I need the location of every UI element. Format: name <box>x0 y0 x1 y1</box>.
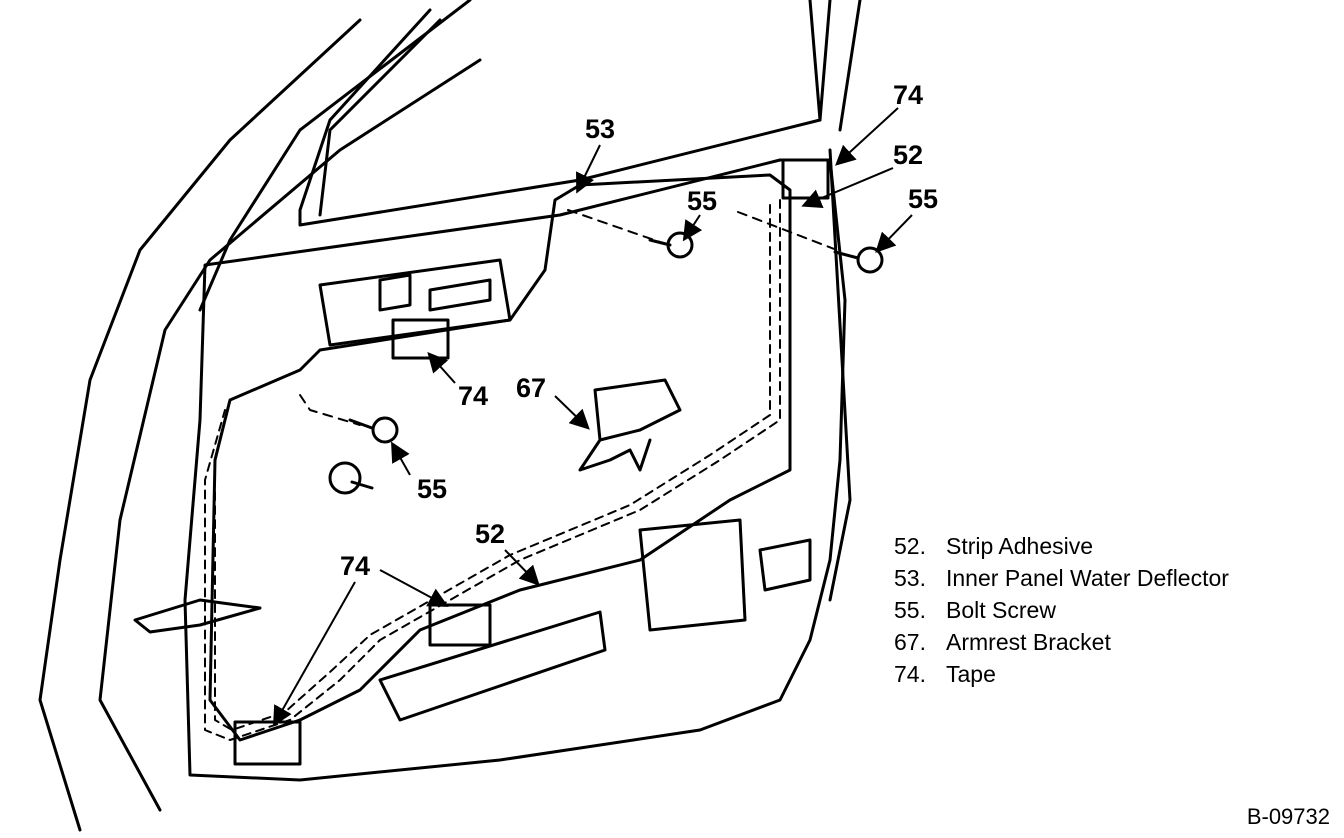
leader-74-lower-center <box>379 569 449 607</box>
lower-door-pocket <box>378 518 747 722</box>
parts-legend: 52. Strip Adhesive 53. Inner Panel Water… <box>894 530 1229 690</box>
callout-55-right: 55 <box>908 184 938 214</box>
legend-item: 55. Bolt Screw <box>894 594 1229 626</box>
armrest-bracket <box>578 378 682 472</box>
legend-number: 53. <box>894 565 926 591</box>
regulator-block <box>318 258 512 347</box>
leader-67 <box>554 395 590 430</box>
strip-adhesive-bead <box>204 199 781 741</box>
legend-label: Bolt Screw <box>946 597 1056 623</box>
mount-line-left <box>299 394 361 426</box>
legend-item: 67. Armrest Bracket <box>894 626 1229 658</box>
legend-number: 55. <box>894 597 926 623</box>
legend-number: 74. <box>894 661 926 687</box>
sill-flange <box>133 598 262 634</box>
leader-53 <box>576 144 601 194</box>
leader-52-upper <box>801 167 894 209</box>
window-frame-right <box>818 0 862 602</box>
door-frame-line <box>98 58 482 812</box>
leader-52-lower <box>504 549 540 586</box>
callout-55-left: 55 <box>417 474 447 504</box>
leader-55-left <box>391 441 411 476</box>
mount-line-right <box>737 211 843 253</box>
callout-74-center: 74 <box>458 381 488 411</box>
callout-52-lower: 52 <box>475 519 505 549</box>
tape-lower-center <box>428 603 492 647</box>
callout-52-upper: 52 <box>893 140 923 170</box>
legend-item: 74. Tape <box>894 658 1229 690</box>
legend-label: Tape <box>946 661 996 687</box>
legend-item: 52. Strip Adhesive <box>894 530 1229 562</box>
callout-53: 53 <box>585 114 615 144</box>
door-outer-frame <box>38 0 472 832</box>
callout-74-upper-right: 74 <box>893 80 923 110</box>
window-frame <box>298 0 822 227</box>
leader-55-upper <box>682 214 703 242</box>
bolt-screw-right <box>833 246 884 274</box>
figure-id: B-09732 <box>1246 804 1330 829</box>
plug-fastener <box>328 461 374 495</box>
legend-label: Armrest Bracket <box>946 629 1111 655</box>
leader-74-upper-right <box>835 107 899 166</box>
legend-label: Inner Panel Water Deflector <box>946 565 1229 591</box>
leader-55-right <box>875 214 913 253</box>
legend-number: 67. <box>894 629 926 655</box>
water-deflector-sheet <box>208 173 792 742</box>
leader-74-lower-left <box>273 581 356 727</box>
mount-line-upper <box>567 209 661 243</box>
callout-74-lower: 74 <box>340 551 370 581</box>
legend-label: Strip Adhesive <box>946 533 1094 559</box>
callout-67: 67 <box>516 373 546 403</box>
tape-lower-left <box>233 720 302 766</box>
callout-55-upper: 55 <box>687 186 717 216</box>
leader-74-center <box>427 352 456 384</box>
tape-upper <box>391 318 450 360</box>
legend-item: 53. Inner Panel Water Deflector <box>894 562 1229 594</box>
door-handle-recess <box>758 538 812 592</box>
door-inner-panel <box>183 158 847 782</box>
legend-number: 52. <box>894 533 926 559</box>
bolt-screw-left <box>348 416 399 444</box>
strip-adhesive-bead-inner <box>214 204 771 731</box>
